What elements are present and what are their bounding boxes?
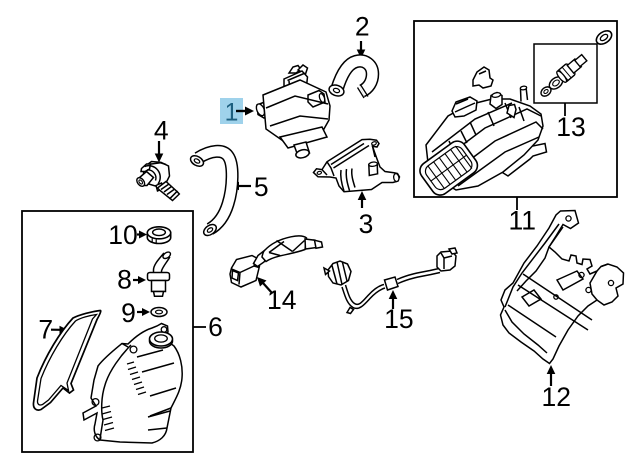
svg-text:5: 5 xyxy=(254,172,269,202)
svg-text:13: 13 xyxy=(556,112,585,142)
svg-text:9: 9 xyxy=(121,298,136,328)
svg-text:7: 7 xyxy=(38,314,53,344)
svg-text:15: 15 xyxy=(384,304,413,334)
svg-text:11: 11 xyxy=(509,206,537,236)
svg-text:4: 4 xyxy=(154,116,169,146)
svg-text:6: 6 xyxy=(208,312,223,342)
svg-text:12: 12 xyxy=(541,382,570,412)
svg-text:8: 8 xyxy=(117,265,132,295)
svg-text:14: 14 xyxy=(267,285,296,315)
svg-text:3: 3 xyxy=(359,209,374,239)
svg-text:10: 10 xyxy=(108,220,137,250)
svg-text:1: 1 xyxy=(225,100,239,127)
svg-text:2: 2 xyxy=(355,12,370,42)
